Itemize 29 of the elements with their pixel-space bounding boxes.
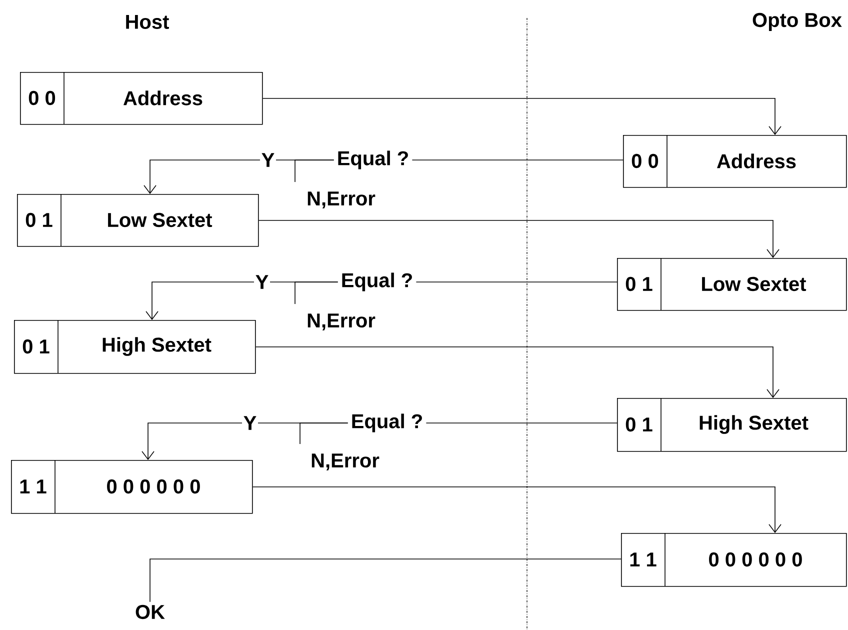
connector <box>294 282 338 304</box>
column-heading: Opto Box <box>752 12 842 32</box>
message-box: 1 1 0 0 0 0 0 0 <box>11 460 253 514</box>
question-text: Equal ? <box>352 414 422 432</box>
status-text: OK <box>136 604 165 620</box>
message-box: 0 1 High Sextet <box>14 320 256 374</box>
status-text: N,Error <box>308 314 376 330</box>
status-text: N,Error <box>312 454 380 470</box>
connector <box>426 422 618 424</box>
edge-label: Y <box>254 274 270 290</box>
edge-label: Y <box>242 414 258 432</box>
question-text: Equal ? <box>342 272 412 292</box>
status-text: N,Error <box>308 192 376 208</box>
message-box: 0 1 Low Sextet <box>17 194 259 247</box>
message-box: 0 0 Address <box>20 72 263 125</box>
connector <box>150 558 622 602</box>
message-box: 1 1 0 0 0 0 0 0 <box>621 532 847 587</box>
connector <box>255 346 780 398</box>
connector <box>262 98 782 135</box>
connector <box>294 160 334 182</box>
message-box: 0 1 High Sextet <box>617 398 847 452</box>
message-box: 0 1 Low Sextet <box>617 258 847 311</box>
question-text: Equal ? <box>338 150 408 170</box>
column-heading: Host <box>126 15 169 29</box>
connector <box>252 486 782 533</box>
edge-label: Y <box>260 152 276 168</box>
connector <box>300 422 348 444</box>
connector <box>258 220 780 258</box>
message-box: 0 0 Address <box>623 134 847 188</box>
